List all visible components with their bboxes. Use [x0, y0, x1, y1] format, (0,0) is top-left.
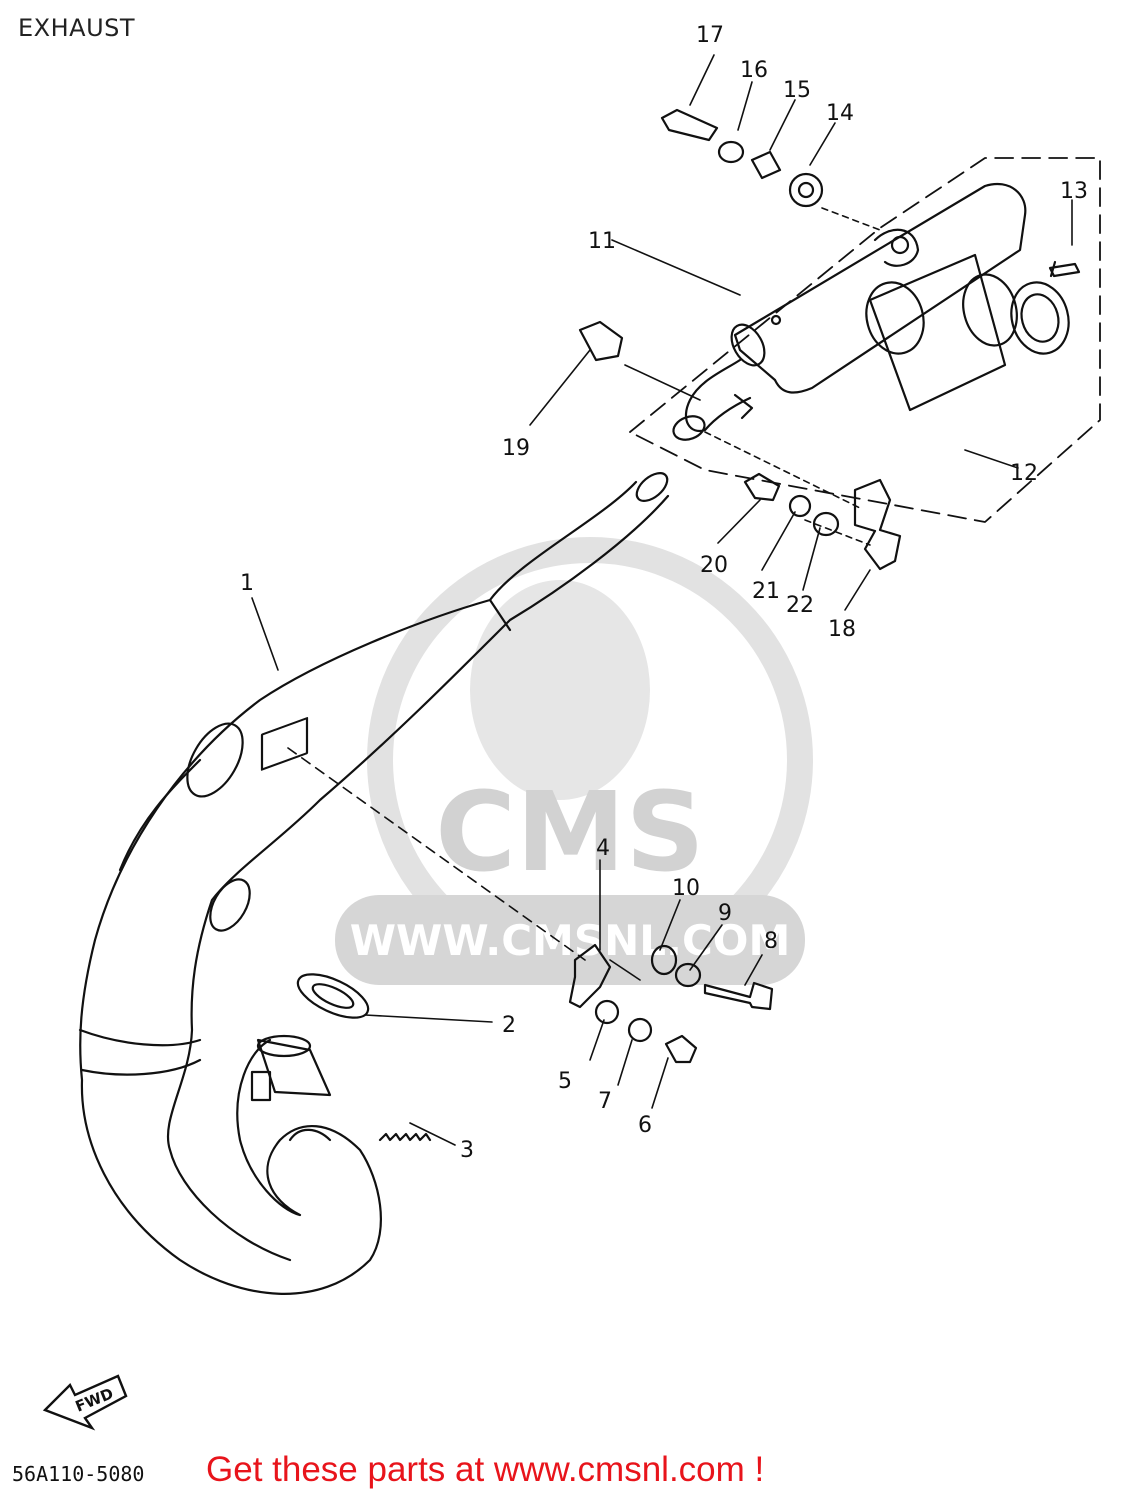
bolt-8 [703, 981, 774, 1011]
washer-16 [717, 140, 745, 164]
washer-5 [594, 999, 620, 1025]
callout-6: 6 [638, 1113, 652, 1138]
fwd-label: FWD [73, 1384, 116, 1415]
muffler [672, 183, 1027, 441]
collar [750, 150, 782, 180]
callout-20: 20 [700, 553, 728, 578]
callout-2: 2 [502, 1013, 516, 1038]
bracket-4 [568, 943, 612, 1009]
callout-22: 22 [786, 593, 814, 618]
screw [1048, 260, 1081, 278]
fwd-arrow-icon: FWD [42, 1374, 128, 1431]
callout-11: 11 [588, 229, 616, 254]
callout-14: 14 [826, 101, 854, 126]
watermark-url: WWW.CMSNL.COM [350, 916, 791, 965]
leader-lines [251, 54, 1073, 1146]
grommet [788, 172, 824, 208]
bolt-6 [664, 1034, 698, 1064]
callout-16: 16 [740, 58, 768, 83]
callout-labels: 1 2 3 4 5 6 7 8 9 10 11 12 13 14 15 16 1… [240, 23, 1088, 1163]
callout-3: 3 [460, 1138, 474, 1163]
callout-19: 19 [502, 436, 530, 461]
spring [378, 1132, 432, 1142]
callout-13: 13 [1060, 179, 1088, 204]
diagram-part-code: 56A110-5080 [12, 1462, 145, 1486]
callout-9: 9 [718, 901, 732, 926]
callout-15: 15 [783, 78, 811, 103]
bracket [853, 478, 902, 571]
washer-22 [812, 511, 840, 537]
promo-link[interactable]: Get these parts at www.cmsnl.com ! [206, 1450, 765, 1489]
page-title: EXHAUST [18, 14, 136, 42]
callout-21: 21 [752, 579, 780, 604]
bolt-17 [660, 108, 719, 142]
callout-8: 8 [764, 929, 778, 954]
callout-12: 12 [1010, 461, 1038, 486]
exhaust-pipe [78, 472, 670, 1295]
bolt-20 [743, 472, 781, 502]
washer-7 [627, 1017, 653, 1043]
callout-4: 4 [596, 836, 610, 861]
callout-5: 5 [558, 1069, 572, 1094]
callout-10: 10 [672, 876, 700, 901]
washer-9 [674, 962, 702, 988]
nut-19 [578, 320, 624, 362]
joint-sleeve [250, 1034, 332, 1102]
cms-watermark: CMS WWW.CMSNL.COM [335, 537, 813, 985]
callout-18: 18 [828, 617, 856, 642]
washer-10 [650, 944, 678, 976]
callout-7: 7 [598, 1089, 612, 1114]
silencer-packing [865, 253, 1070, 412]
washer-21 [788, 494, 812, 518]
callout-17: 17 [696, 23, 724, 48]
watermark-brand: CMS [435, 768, 704, 896]
gasket [296, 973, 370, 1019]
callout-1: 1 [240, 571, 254, 596]
